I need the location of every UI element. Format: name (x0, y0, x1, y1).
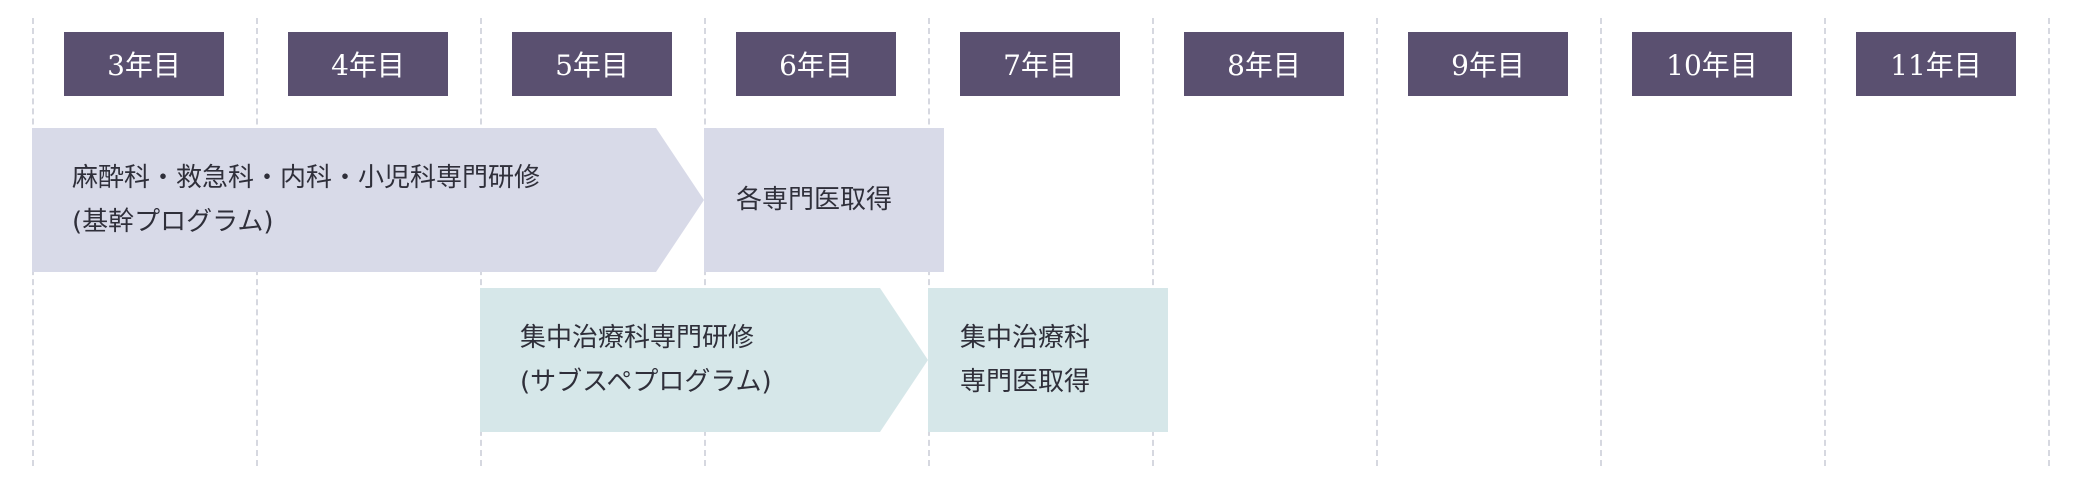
year-label-6: 6年目 (736, 32, 896, 96)
base-program-training-subtitle: (基幹プログラム) (72, 207, 274, 237)
year-label-9: 9年目 (1408, 32, 1568, 96)
column-divider (1824, 18, 1826, 466)
year-label-11: 11年目 (1856, 32, 2016, 96)
year-label-5: 5年目 (512, 32, 672, 96)
subspecialty-training-subtitle: (サブスペプログラム) (520, 367, 772, 397)
year-label-7: 7年目 (960, 32, 1120, 96)
base-program-training-arrow: 麻酔科・救急科・内科・小児科専門研修 (基幹プログラム) (32, 128, 704, 272)
subspecialty-certification-line2: 専門医取得 (960, 367, 1091, 397)
subspecialty-certification-line1: 集中治療科 (960, 323, 1091, 353)
subspecialty-training-title: 集中治療科専門研修 (520, 323, 755, 353)
column-divider (2048, 18, 2050, 466)
column-divider (1376, 18, 1378, 466)
base-certification-label: 各専門医取得 (736, 185, 893, 215)
subspecialty-training-arrow: 集中治療科専門研修 (サブスペプログラム) (480, 288, 928, 432)
base-certification-box: 各専門医取得 (704, 128, 944, 272)
year-label-10: 10年目 (1632, 32, 1792, 96)
base-program-training-title: 麻酔科・救急科・内科・小児科専門研修 (72, 163, 541, 193)
year-label-3: 3年目 (64, 32, 224, 96)
column-divider (1152, 18, 1154, 466)
year-label-8: 8年目 (1184, 32, 1344, 96)
subspecialty-certification-box: 集中治療科 専門医取得 (928, 288, 1168, 432)
year-label-4: 4年目 (288, 32, 448, 96)
column-divider (1600, 18, 1602, 466)
